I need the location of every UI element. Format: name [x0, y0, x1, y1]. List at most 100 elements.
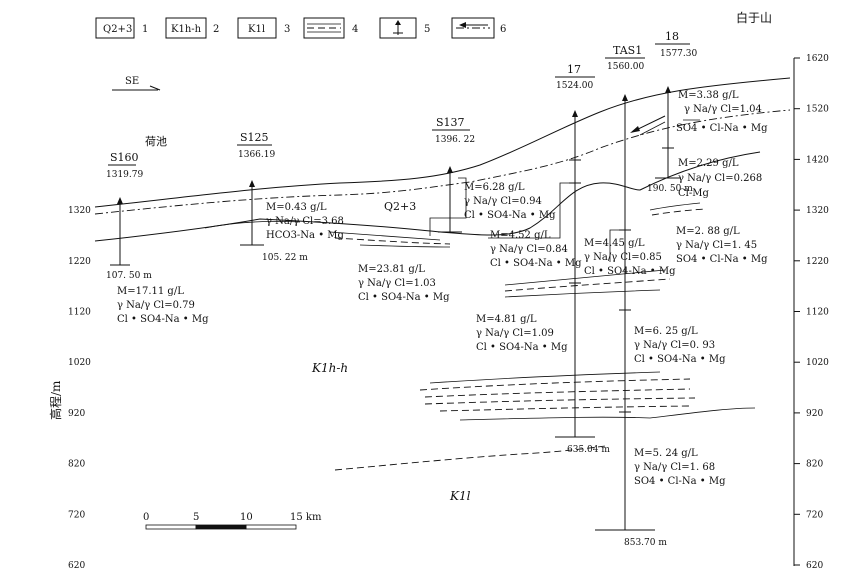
chem-tds: M=4.52 g/L: [490, 230, 551, 241]
chem-ratio: γ Na/γ Cl=1.03: [358, 278, 436, 289]
chem-type: Cl • SO4-Na • Mg: [476, 342, 568, 353]
dash-dot-line: [94, 109, 791, 215]
legend-number: 1: [142, 24, 148, 35]
well-depth: 105. 22 m: [262, 253, 308, 263]
legend-number: 3: [284, 24, 290, 35]
well-name: S160: [110, 151, 139, 164]
left-axis-tick-label: 1220: [68, 257, 91, 267]
well-elevation: 1560.00: [607, 62, 644, 72]
chem-type: Cl-Mg: [678, 188, 709, 199]
chem-s125: M=0.43 g/L γ Na/γ Cl=3.68 HCO3-Na • Mg: [266, 202, 345, 241]
legend-item-6: 6: [451, 17, 506, 39]
left-axis-tick-label: 920: [68, 409, 85, 419]
well-depth: 635.04 m: [567, 445, 610, 455]
legend-item-3: K1l 3: [237, 17, 290, 39]
left-axis-tick-label: 820: [68, 460, 85, 470]
chem-tds: M=5. 24 g/L: [634, 448, 698, 459]
chem-tds: M=2. 88 g/L: [676, 226, 740, 237]
chem-type: Cl • SO4-Na • Mg: [634, 354, 726, 365]
well-depth: 853.70 m: [624, 538, 667, 548]
chem-tds: M=6.28 g/L: [464, 182, 525, 193]
well-name: S137: [436, 116, 465, 129]
left-axis-tick-label: 1120: [68, 308, 91, 318]
chem-s137-upper: M=6.28 g/L γ Na/γ Cl=0.94 Cl • SO4-Na • …: [464, 182, 556, 221]
well-elevation: 1366.19: [238, 150, 275, 160]
axis-tick-label: 1220: [806, 257, 829, 267]
axis-tick-label: 1020: [806, 358, 829, 368]
chem-tds: M=3.38 g/L: [678, 90, 739, 101]
well-depth: 107. 50 m: [106, 271, 152, 281]
label-baishoushan: 白于山: [736, 10, 772, 25]
ground-surface: [94, 77, 791, 208]
chem-18-lower: M=2.29 g/L γ Na/γ Cl=0.268 Cl-Mg: [678, 158, 762, 199]
formation-q23: Q2+3: [384, 200, 416, 213]
chem-ratio: γ Na/γ Cl=0.84: [490, 244, 568, 255]
legend-item-2: K1h-h 2: [165, 17, 219, 39]
axis-tick-label: 1120: [806, 308, 829, 318]
axis-tick-label: 1420: [806, 155, 829, 165]
chem-type: SO4 • Cl-Na • Mg: [676, 123, 768, 134]
chem-ratio: γ Na/γ Cl=1. 45: [676, 240, 757, 251]
chem-type: SO4 • Cl-Na • Mg: [676, 254, 768, 265]
chem-type: Cl • SO4-Na • Mg: [117, 314, 209, 325]
chem-tds: M=17.11 g/L: [117, 286, 184, 297]
legend: Q2+3 1 K1h-h 2 K1l 3 4 5: [95, 17, 506, 39]
chem-type: Cl • SO4-Na • Mg: [358, 292, 450, 303]
chem-tas1-upper: M=4.45 g/L γ Na/γ Cl=0.85 Cl • SO4-Na • …: [584, 238, 676, 277]
well-s125: S125 1366.19 105. 22 m: [237, 131, 308, 263]
legend-number: 6: [500, 24, 506, 35]
legend-number: 5: [424, 24, 430, 35]
legend-item-5: 5: [379, 17, 430, 39]
leader-lines: [429, 119, 700, 262]
formation-k1hh: K1h-h: [311, 361, 348, 375]
chem-17-upper: M=4.52 g/L γ Na/γ Cl=0.84 Cl • SO4-Na • …: [490, 230, 582, 269]
chem-tds: M=2.29 g/L: [678, 158, 739, 169]
chem-tds: M=23.81 g/L: [358, 264, 425, 275]
left-axis-tick-label: 1020: [68, 358, 91, 368]
chem-ratio: γ Na/γ Cl=1.09: [476, 328, 554, 339]
chem-ratio: γ Na/γ Cl=0.79: [117, 300, 195, 311]
axis-tick-label: 1320: [806, 206, 829, 216]
chem-type: Cl • SO4-Na • Mg: [584, 266, 676, 277]
chem-tds: M=0.43 g/L: [266, 202, 327, 213]
well-name: TAS1: [613, 44, 642, 57]
chem-ratio: γ Na/γ Cl=1.04: [684, 104, 762, 115]
well-elevation: 1524.00: [556, 81, 593, 91]
chem-17-lower: M=4.81 g/L γ Na/γ Cl=1.09 Cl • SO4-Na • …: [476, 314, 568, 353]
chem-ratio: γ Na/γ Cl=0.85: [584, 252, 662, 263]
flow-arrow: [630, 115, 666, 136]
left-axis-tick-label: 720: [68, 510, 85, 520]
legend-item-1: Q2+3 1: [95, 17, 148, 39]
scale-tick: 10: [240, 512, 253, 523]
well-s137: S137 1396. 22: [432, 116, 475, 233]
chem-tas1-lower: M=6. 25 g/L γ Na/γ Cl=0. 93 Cl • SO4-Na …: [634, 326, 726, 365]
legend-item-4: 4: [303, 17, 358, 39]
axis-title: 高程/m: [48, 380, 63, 420]
scale-bar: 0 5 10 15 km: [143, 512, 322, 530]
chem-s160: M=17.11 g/L γ Na/γ Cl=0.79 Cl • SO4-Na •…: [117, 286, 209, 325]
chem-tas1-bottom: M=5. 24 g/L γ Na/γ Cl=1. 68 SO4 • Cl-Na …: [634, 448, 726, 487]
scale-tick: 0: [143, 512, 149, 523]
q23-base-boundary: [94, 151, 761, 242]
legend-symbol-k1l: K1l: [248, 24, 265, 35]
scale-tick: 15 km: [290, 512, 322, 523]
legend-number: 4: [352, 24, 358, 35]
legend-symbol-q: Q2+3: [103, 24, 132, 35]
chem-tas1-mid: M=2. 88 g/L γ Na/γ Cl=1. 45 SO4 • Cl-Na …: [676, 226, 768, 265]
axis-tick-label: 1620: [806, 54, 829, 64]
chem-ratio: γ Na/γ Cl=0.268: [678, 173, 762, 184]
chem-ratio: γ Na/γ Cl=0.94: [464, 196, 542, 207]
well-name: 18: [665, 30, 679, 43]
chem-18-upper: M=3.38 g/L γ Na/γ Cl=1.04 SO4 • Cl-Na • …: [676, 90, 768, 134]
chem-ratio: γ Na/γ Cl=3.68: [266, 216, 344, 227]
well-elevation: 1577.30: [660, 49, 697, 59]
direction-label: SE: [125, 76, 139, 87]
chem-ratio: γ Na/γ Cl=0. 93: [634, 340, 715, 351]
chem-type: Cl • SO4-Na • Mg: [464, 210, 556, 221]
well-depth: 190. 50 m: [647, 184, 693, 194]
chem-type: HCO3-Na • Mg: [266, 230, 345, 241]
chem-type: SO4 • Cl-Na • Mg: [634, 476, 726, 487]
